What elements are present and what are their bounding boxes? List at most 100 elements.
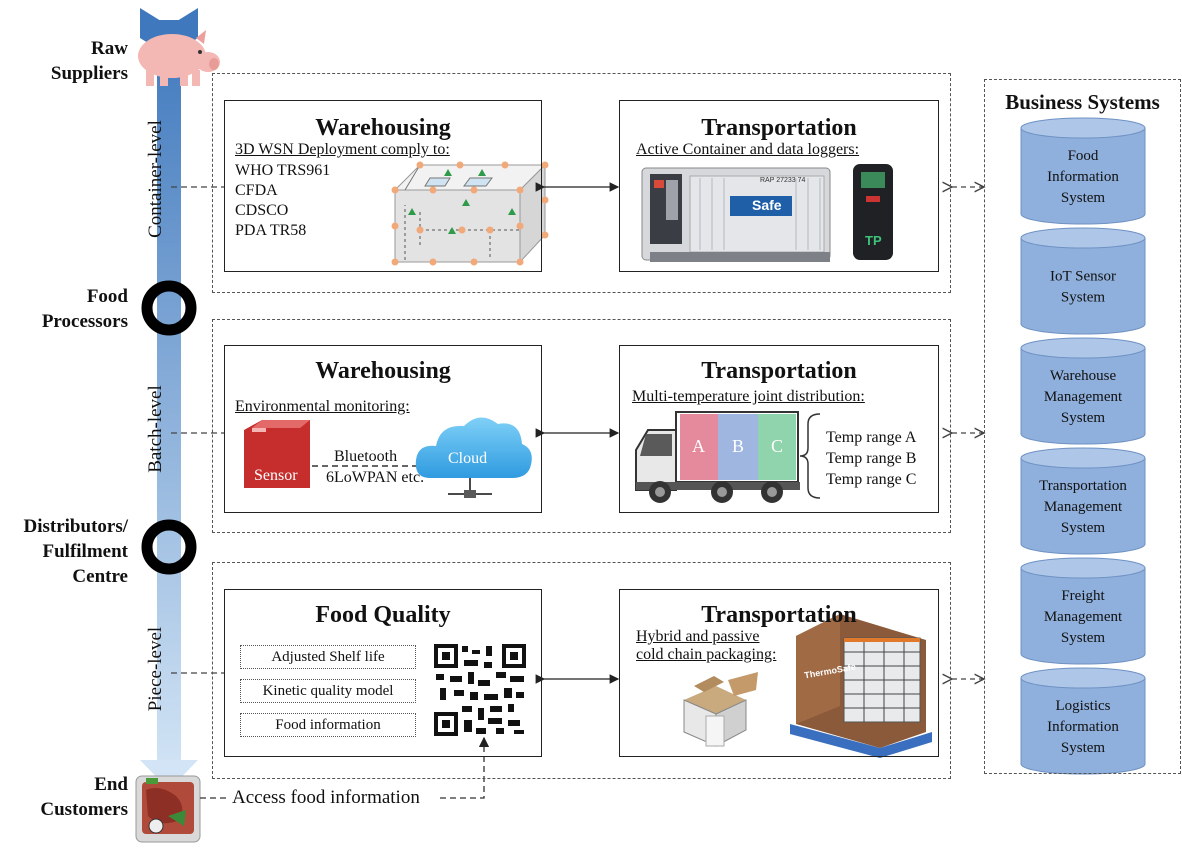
supply-chain-pipeline: [157, 20, 181, 772]
container-transportation-subtitle: Active Container and data loggers:: [636, 141, 860, 158]
stage-food-processors: Food Processors: [41, 286, 128, 332]
standard-item: CFDA: [235, 182, 278, 199]
piece-subtitle-line-2: cold chain packaging:: [636, 646, 777, 663]
cylinder-body: [1020, 347, 1146, 445]
piece-transportation-box: Transportation Hybrid and passive cold c…: [619, 589, 939, 757]
meat-tray-icon: [135, 775, 201, 843]
temp-range-item: Temp range B: [826, 450, 917, 467]
piece-level-group: [212, 562, 951, 779]
stage-raw-suppliers: Raw Suppliers: [50, 38, 128, 84]
cylinder-top: [1020, 557, 1146, 579]
compartment-a: [680, 414, 718, 480]
thermosafe-pallet-image: [790, 614, 932, 758]
warehouse-3d-cube: [391, 161, 549, 266]
business-system-label: System: [1061, 410, 1106, 426]
cylinder-top: [1020, 227, 1146, 249]
piece-transportation-title: Transportation: [701, 602, 857, 628]
standard-item: WHO TRS961: [235, 162, 331, 179]
temp-range-brace: [799, 413, 821, 499]
business-system-label: System: [1061, 630, 1106, 646]
container-transportation-box: Transportation Active Container and data…: [619, 100, 939, 272]
quality-item: Food information: [240, 713, 416, 737]
active-container-image: [641, 167, 831, 262]
batch-level-group: [212, 319, 951, 533]
styrofoam-box-image: [683, 672, 758, 747]
stage-end-customers: End Customers: [40, 774, 128, 820]
business-system-label: Freight: [1061, 588, 1105, 604]
sensor-device-image: [244, 420, 310, 488]
cylinder-body: [1020, 457, 1146, 555]
container-warehousing-subtitle: 3D WSN Deployment comply to:: [235, 141, 450, 158]
batch-transportation-title: Transportation: [701, 358, 857, 384]
level-batch: Batch-level: [145, 385, 166, 473]
business-system-label: Transportation: [1039, 478, 1127, 494]
business-system-label: Logistics: [1056, 698, 1111, 714]
stage-distributors: Distributors/ Fulfilment Centre: [23, 516, 129, 587]
standard-item: CDSCO: [235, 202, 289, 219]
container-warehousing-box: Warehousing 3D WSN Deployment comply to:…: [224, 100, 542, 272]
business-system-label: Food: [1068, 148, 1099, 164]
temp-range-item: Temp range C: [826, 471, 917, 488]
business-system-label: Management: [1044, 389, 1123, 405]
business-system-label: System: [1061, 520, 1106, 536]
access-food-info-label: Access food information: [230, 787, 422, 809]
container-warehousing-title: Warehousing: [315, 115, 451, 141]
temp-range-item: Temp range A: [826, 429, 917, 446]
business-systems-title: Business Systems: [1005, 90, 1160, 114]
cylinder-body: [1020, 127, 1146, 225]
business-system-label: System: [1061, 740, 1106, 756]
compartment-b: [718, 414, 758, 480]
cylinder-body: [1020, 567, 1146, 665]
cylinder-body: [1020, 237, 1146, 335]
business-systems-group: [984, 79, 1181, 774]
sensor-label: Sensor: [254, 467, 298, 484]
cloud-label: Cloud: [448, 450, 488, 467]
business-system-label: Information: [1047, 169, 1119, 185]
business-system-label: System: [1061, 190, 1106, 206]
compartment-c: [758, 414, 796, 480]
pipeline-arrow-head: [140, 760, 198, 790]
qr-code-image: [434, 644, 526, 736]
container-code-label: RAP 27233 74: [760, 177, 806, 184]
truck-image: [635, 411, 800, 503]
business-system-label: Warehouse: [1050, 368, 1117, 384]
quality-item: Adjusted Shelf life: [240, 645, 416, 669]
cylinder-top: [1020, 447, 1146, 469]
container-level-group: [212, 73, 951, 293]
business-system-label: Information: [1047, 719, 1119, 735]
batch-transportation-subtitle: Multi-temperature joint distribution:: [632, 388, 865, 405]
food-quality-box: Food Quality: [224, 589, 542, 757]
business-system-label: Management: [1044, 499, 1123, 515]
container-brand-label: Safe: [752, 197, 782, 213]
business-system-label: IoT Sensor: [1050, 269, 1116, 285]
business-system-label: Management: [1044, 609, 1123, 625]
processor-ring: [141, 280, 197, 336]
compartment-a-label: A: [692, 436, 705, 456]
pig-icon: [138, 30, 220, 86]
level-piece: Piece-level: [145, 626, 166, 712]
cylinder-top: [1020, 667, 1146, 689]
level-container: Container-level: [145, 120, 166, 238]
batch-transportation-box: Transportation Multi-temperature joint d…: [619, 345, 939, 513]
distributor-ring: [141, 519, 197, 575]
standard-item: PDA TR58: [235, 222, 307, 239]
logger-mark: TP: [865, 233, 882, 248]
container-transportation-title: Transportation: [701, 115, 857, 141]
food-quality-title: Food Quality: [315, 602, 451, 628]
batch-warehousing-subtitle: Environmental monitoring:: [235, 398, 410, 415]
quality-item: Kinetic quality model: [240, 679, 416, 703]
compartment-c-label: C: [771, 436, 784, 456]
cylinder-top: [1020, 337, 1146, 359]
cloud-icon: [415, 417, 532, 498]
link-protocol-bottom: 6LoWPAN etc.: [326, 469, 425, 486]
business-system-label: System: [1061, 290, 1106, 306]
cylinder-top: [1020, 117, 1146, 139]
batch-warehousing-title: Warehousing: [315, 358, 451, 384]
data-logger-image: [853, 164, 893, 260]
